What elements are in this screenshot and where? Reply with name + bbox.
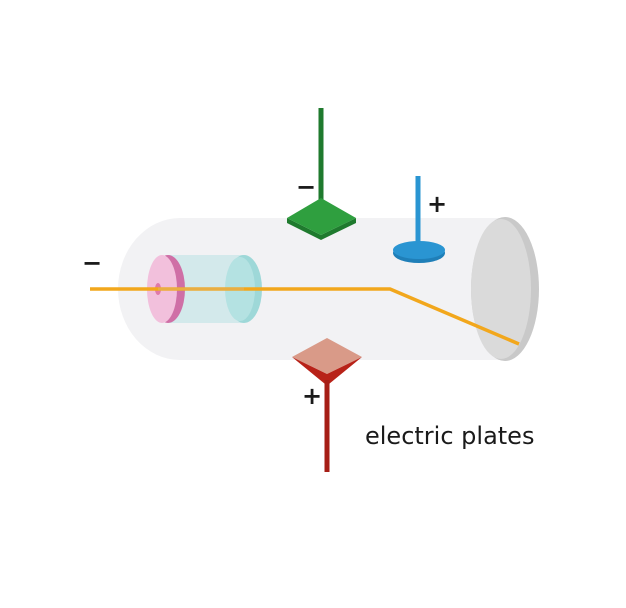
- anode-disc: [393, 241, 445, 259]
- top-plate: [287, 198, 356, 235]
- bottom-plate-top: [292, 338, 362, 374]
- anode-sign: +: [427, 190, 447, 218]
- electric-plates-caption: electric plates: [365, 422, 534, 450]
- bottom-plate-sign: +: [302, 382, 322, 410]
- cathode-sign: −: [82, 249, 102, 277]
- top-plate-sign: −: [296, 173, 316, 201]
- bottom-plate-funnel: [292, 357, 362, 384]
- tube-screen: [471, 219, 531, 359]
- top-plate-side: [287, 218, 356, 240]
